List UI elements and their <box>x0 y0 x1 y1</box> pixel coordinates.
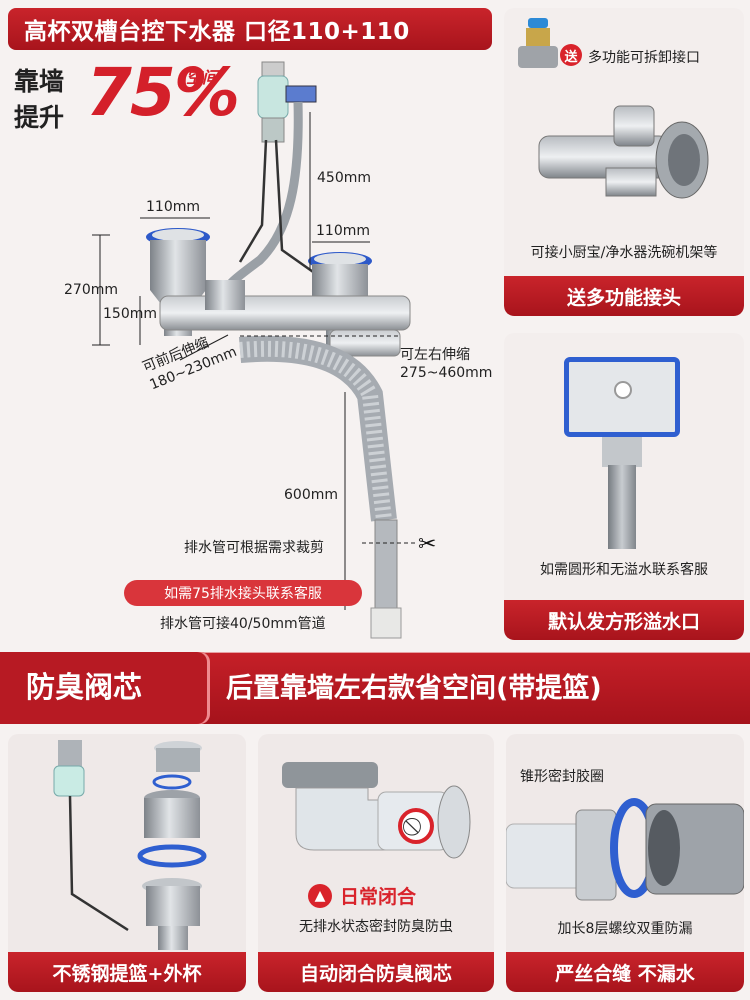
threaded-seal-illustration <box>506 798 744 901</box>
left-right-label: 可左右伸缩 <box>400 347 470 363</box>
odor-valve-illustration <box>282 762 471 859</box>
seal-panel: 锥形密封胶圈 加长8层螺纹双重防漏 严丝合缝 不漏水 <box>506 734 744 992</box>
seal-label: 严丝合缝 不漏水 <box>506 952 744 992</box>
sink-drain-diagram <box>0 55 500 645</box>
valve-caption: 无排水状态密封防臭防虫 <box>299 919 453 935</box>
basket-exploded-illustration <box>53 740 207 950</box>
dim-270: 270mm <box>64 282 118 298</box>
page-title: 高杯双槽台控下水器 口径110+110 <box>8 8 492 50</box>
overflow-panel: 如需圆形和无溢水联系客服 默认发方形溢水口 <box>504 333 744 640</box>
cut-note: 排水管可根据需求裁剪 <box>184 540 324 556</box>
dim-left-right: 可左右伸缩 275~460mm <box>400 346 492 382</box>
no-bug-icon: ⃠ <box>398 808 434 844</box>
basket-label: 不锈钢提篮+外杯 <box>8 952 246 992</box>
drain-assembly-illustration <box>92 61 418 639</box>
band-left-tab <box>0 652 210 724</box>
badge-percent: 75% <box>86 54 240 131</box>
contact-pill: 如需75排水接头联系客服 <box>124 580 362 606</box>
gift-text: 多功能可拆卸接口 <box>588 50 700 66</box>
overflow-caption: 如需圆形和无溢水联系客服 <box>540 562 708 578</box>
warning-text: 日常闭合 <box>340 886 417 908</box>
dim-110-left: 110mm <box>146 199 200 215</box>
band-right-label: 后置靠墙左右款省空间(带提篮) <box>226 673 602 704</box>
adapter-caption: 可接小厨宝/净水器洗碗机架等 <box>530 245 718 261</box>
valve-label: 自动闭合防臭阀芯 <box>258 952 494 992</box>
warning-icon: ▲ <box>308 883 332 908</box>
seal-top-label: 锥形密封胶圈 <box>520 769 604 785</box>
badge-unit: 空间 <box>186 68 219 87</box>
square-overflow-illustration <box>564 357 680 557</box>
dim-450: 450mm <box>317 170 371 186</box>
badge-line1: 靠墙 <box>14 67 65 96</box>
gift-badge: 送 <box>560 44 582 66</box>
basket-panel: 不锈钢提篮+外杯 <box>8 734 246 992</box>
band-left-label: 防臭阀芯 <box>26 670 143 704</box>
dim-600: 600mm <box>284 487 338 503</box>
dim-150: 150mm <box>103 306 157 322</box>
connector-thumb <box>516 18 560 70</box>
tee-connector-illustration <box>538 105 709 199</box>
seal-caption: 加长8层螺纹双重防漏 <box>557 921 693 937</box>
left-right-range: 275~460mm <box>400 365 493 381</box>
badge-line2: 提升 <box>14 103 65 132</box>
dim-110-right: 110mm <box>316 223 370 239</box>
space-badge: 靠墙 提升 75% 空间 <box>14 54 240 140</box>
scissors-icon: ✂ <box>418 532 437 557</box>
valve-panel: ⃠ ▲ 日常闭合 无排水状态密封防臭防虫 自动闭合防臭阀芯 <box>258 734 494 992</box>
adapter-button: 送多功能接头 <box>504 276 744 316</box>
adapter-panel: 送 多功能可拆卸接口 可接小厨宝/净水器洗碗机架等 送多功能接头 <box>504 8 744 316</box>
warning-row: ▲ 日常闭合 <box>308 882 416 909</box>
overflow-button: 默认发方形溢水口 <box>504 600 744 640</box>
pipe-note: 排水管可接40/50mm管道 <box>160 616 326 632</box>
